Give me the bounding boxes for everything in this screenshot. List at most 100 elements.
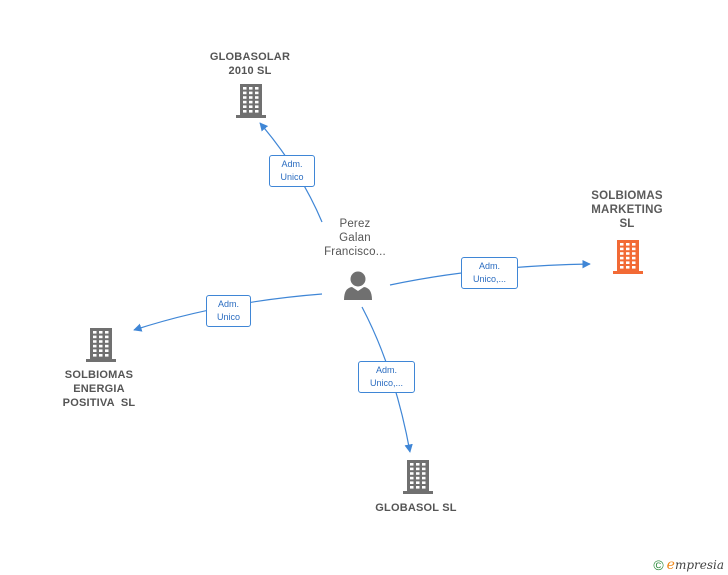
building-window	[249, 87, 253, 90]
building-base	[86, 359, 116, 362]
building-window	[93, 344, 97, 348]
building-window	[249, 100, 253, 104]
edge-label-globasolar[interactable]: Adm. Unico	[269, 155, 315, 187]
building-window	[410, 486, 414, 489]
building-window	[105, 354, 109, 357]
building-window	[255, 110, 259, 113]
edge-label-line: Adm.	[217, 299, 239, 309]
edge-label-line: Adm.	[375, 365, 397, 375]
edge-label-line: Unico	[216, 312, 240, 322]
company-label-globasol[interactable]: GLOBASOL SL	[360, 501, 472, 515]
building-window	[416, 476, 420, 480]
building-window	[422, 463, 426, 466]
building-window	[620, 247, 624, 251]
building-icon[interactable]	[613, 240, 643, 274]
building-window	[99, 349, 103, 352]
building-window	[93, 354, 97, 357]
building-window	[105, 331, 109, 334]
label-line: SOLBIOMAS	[64, 369, 134, 381]
building-base	[403, 491, 433, 494]
person-icon[interactable]	[344, 271, 372, 301]
edge-label-line: Unico,...	[369, 378, 403, 388]
footer-credit: ©empresia	[653, 557, 724, 573]
building-window	[422, 481, 426, 484]
label-line: Galan	[339, 232, 371, 244]
building-window	[632, 243, 636, 246]
building-window	[243, 87, 247, 90]
person-label[interactable]: Perez Galan Francisco...	[305, 217, 405, 259]
building-window	[632, 261, 636, 264]
building-window	[620, 256, 624, 260]
building-window	[99, 340, 103, 343]
building-window	[99, 331, 103, 334]
label-line: SL	[619, 218, 635, 230]
building-window	[249, 96, 253, 99]
building-window	[255, 100, 259, 104]
building-window	[410, 481, 414, 484]
copyright-icon: ©	[653, 557, 664, 573]
company-label-solbiomas-energia[interactable]: SOLBIOMAS ENERGIA POSITIVA SL	[43, 368, 155, 410]
building-window	[255, 96, 259, 99]
building-window	[620, 252, 624, 255]
edge-label-solbiomas-marketing[interactable]: Adm. Unico,...	[461, 257, 518, 289]
building-window	[93, 349, 97, 352]
building-window	[99, 344, 103, 348]
building-window	[422, 476, 426, 480]
company-label-solbiomas-marketing[interactable]: SOLBIOMAS MARKETING SL	[571, 189, 683, 231]
building-base	[236, 115, 266, 118]
brand-name: mpresia	[674, 558, 724, 572]
building-window	[632, 266, 636, 269]
building-window	[249, 105, 253, 108]
label-line: Francisco...	[324, 246, 386, 258]
building-window	[93, 340, 97, 343]
building-window	[99, 335, 103, 339]
building-window	[410, 463, 414, 466]
building-window	[416, 486, 420, 489]
edge-label-globasol[interactable]: Adm. Unico,...	[358, 361, 415, 393]
edge-label-line: Adm.	[478, 261, 500, 271]
building-window	[249, 91, 253, 95]
building-window	[632, 256, 636, 260]
building-window	[255, 87, 259, 90]
label-line: GLOBASOLAR	[209, 51, 291, 63]
edge-label-solbiomas-energia[interactable]: Adm. Unico	[206, 295, 251, 327]
building-window	[243, 105, 247, 108]
building-icon[interactable]	[86, 328, 116, 362]
building-window	[105, 349, 109, 352]
building-window	[416, 472, 420, 475]
building-window	[93, 331, 97, 334]
edge-label-line: Unico	[280, 172, 304, 182]
building-window	[626, 252, 630, 255]
building-window	[243, 91, 247, 95]
building-window	[255, 105, 259, 108]
building-icon[interactable]	[236, 84, 266, 118]
building-window	[416, 463, 420, 466]
building-window	[422, 472, 426, 475]
building-base	[613, 271, 643, 274]
building-window	[620, 243, 624, 246]
edge-label-line: Adm.	[281, 159, 303, 169]
building-window	[410, 472, 414, 475]
building-window	[243, 96, 247, 99]
building-icon[interactable]	[403, 460, 433, 494]
label-line: ENERGIA	[73, 383, 125, 395]
label-line: POSITIVA SL	[62, 397, 136, 409]
building-window	[632, 247, 636, 251]
label-line: SOLBIOMAS	[591, 190, 663, 202]
brand-logo[interactable]: empresia	[667, 557, 724, 573]
building-window	[105, 344, 109, 348]
building-window	[416, 481, 420, 484]
building-window	[626, 247, 630, 251]
building-window	[243, 100, 247, 104]
building-window	[255, 91, 259, 95]
edge-label-line: Unico,...	[472, 274, 506, 284]
building-window	[422, 486, 426, 489]
building-window	[626, 261, 630, 264]
building-window	[410, 467, 414, 471]
building-window	[93, 335, 97, 339]
building-window	[99, 354, 103, 357]
company-label-globasolar[interactable]: GLOBASOLAR 2010 SL	[195, 50, 305, 78]
building-window	[410, 476, 414, 480]
label-line: 2010 SL	[228, 65, 272, 77]
